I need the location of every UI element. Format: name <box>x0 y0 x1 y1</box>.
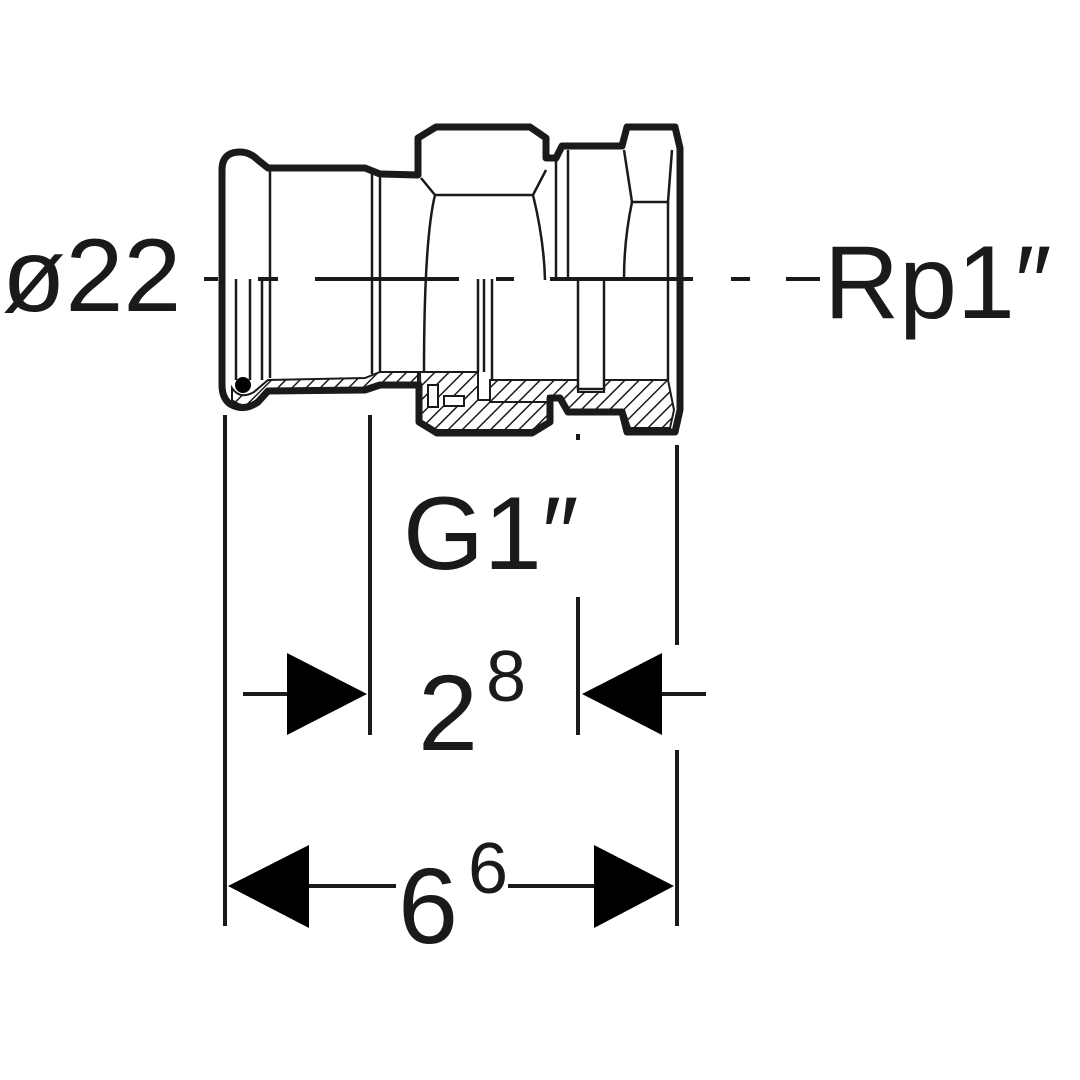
male-thread-label: G1″ <box>403 476 579 592</box>
arrow-right-icon <box>594 845 674 928</box>
arrow-left-icon <box>582 653 662 735</box>
pipe-diameter-label: ø22 <box>2 218 181 334</box>
female-thread-label: Rp1″ <box>824 225 1052 341</box>
dimension-lines <box>223 415 706 928</box>
insertion-depth-superscript: 8 <box>486 637 526 717</box>
o-ring-icon <box>235 377 251 393</box>
section-hatching <box>231 371 676 431</box>
overall-length-value: 6 <box>398 845 458 966</box>
overall-length-superscript: 6 <box>468 829 508 909</box>
insertion-depth-value: 2 <box>418 652 478 773</box>
arrow-right-icon <box>287 653 367 735</box>
arrow-left-icon <box>228 845 309 928</box>
fitting-detail-lines <box>234 149 674 391</box>
fitting-outline <box>218 123 684 437</box>
